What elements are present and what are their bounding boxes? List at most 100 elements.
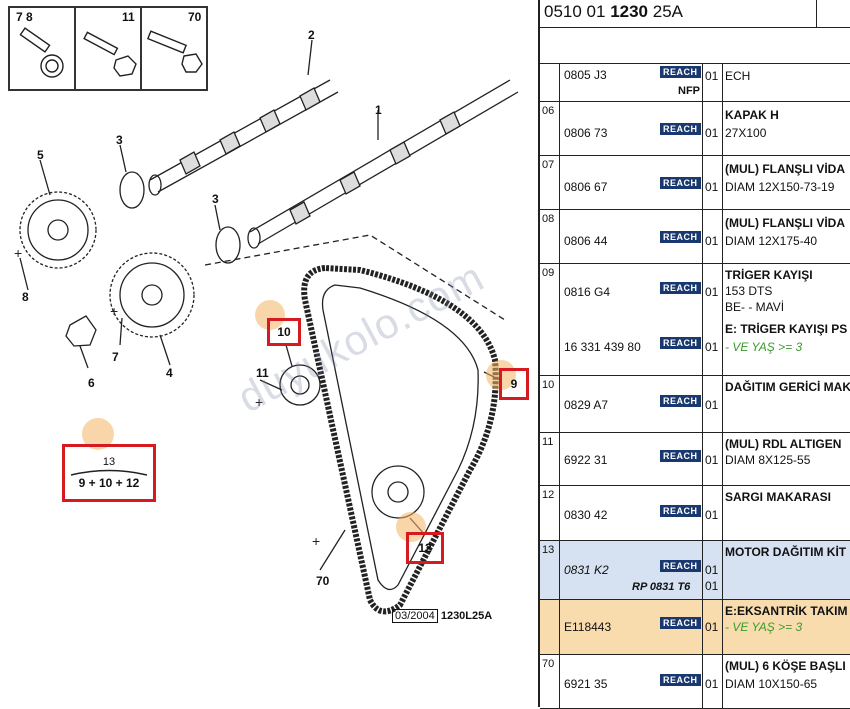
row-number: 70 — [540, 655, 560, 708]
row-qty-cell: 01 — [703, 433, 723, 485]
thumbnail-label: 7 8 — [16, 10, 33, 24]
row-desc-cell: E:EKSANTRİK TAKIM - VE YAŞ >= 3 — [723, 600, 850, 654]
thumbnail-hex-bolt-70: 70 — [142, 8, 206, 89]
callout-6: 6 — [88, 376, 95, 390]
reach-badge: REACH — [660, 177, 701, 189]
qty: 01 — [705, 677, 719, 691]
qty: 01 — [705, 69, 719, 83]
svg-text:+: + — [255, 394, 263, 410]
row-qty-cell: 01 — [703, 156, 723, 209]
part-ref[interactable]: 0831 K2 — [564, 563, 609, 577]
callout-4: 4 — [166, 366, 173, 380]
row-qty-cell: 01 — [703, 655, 723, 708]
row-qty-cell: 01 — [703, 102, 723, 155]
thumbnail-hex-bolt-11: 11 — [76, 8, 142, 89]
row-desc-cell: SARGI MAKARASI — [723, 486, 850, 540]
part-ref[interactable]: 0830 42 — [564, 508, 608, 522]
row-desc-cell: (MUL) FLANŞLI VİDA DIAM 12X150-73-19 — [723, 156, 850, 209]
table-row-kit-alt[interactable]: E118443 REACH 01 E:EKSANTRİK TAKIM - VE … — [540, 600, 850, 655]
camshaft-2 — [148, 79, 339, 196]
table-row[interactable]: 06 0806 73 REACH 01 KAPAK H 27X100 — [540, 102, 850, 156]
part-ref[interactable]: 0805 J3 — [564, 68, 607, 82]
nfp-label: NFP — [678, 85, 700, 97]
replacement-ref[interactable]: RP 0831 T6 — [632, 581, 691, 593]
row-number: 11 — [540, 433, 560, 485]
qty: 01 — [705, 180, 719, 194]
part-ref[interactable]: 6922 31 — [564, 453, 608, 467]
header-suffix: 25A — [652, 2, 683, 21]
table-row[interactable]: 11 6922 31 REACH 01 (MUL) RDL ALTIGEN DI… — [540, 433, 850, 486]
kit-brace — [70, 469, 148, 476]
row-desc-cell: (MUL) RDL ALTIGEN DIAM 8X125-55 — [723, 433, 850, 485]
row-number: 10 — [540, 376, 560, 432]
desc-line: (MUL) 6 KÖŞE BAŞLI — [725, 659, 846, 673]
table-row[interactable]: 07 0806 67 REACH 01 (MUL) FLANŞLI VİDA D… — [540, 156, 850, 210]
table-row[interactable]: 08 0806 44 REACH 01 (MUL) FLANŞLI VİDA D… — [540, 210, 850, 264]
row-ref-cell: 6921 35 REACH — [560, 655, 703, 708]
row-number: 13 — [540, 541, 560, 599]
callout-3-upper: 3 — [116, 133, 123, 147]
callout-9-highlight: 9 — [499, 368, 529, 400]
cam-pulley-4 — [109, 252, 195, 338]
desc-line: (MUL) RDL ALTIGEN — [725, 437, 842, 451]
table-row[interactable]: 12 0830 42 REACH 01 SARGI MAKARASI — [540, 486, 850, 541]
row-qty-cell: 01 01 — [703, 264, 723, 375]
table-row[interactable]: 09 0816 G4 REACH 16 331 439 80 REACH 01 … — [540, 264, 850, 376]
desc-line: DIAM 12X175-40 — [725, 234, 818, 248]
desc-line: KAPAK H — [725, 108, 779, 122]
desc-line: MOTOR DAĞITIM KİT — [725, 545, 847, 559]
qty: 01 — [705, 563, 719, 577]
row-qty-cell: 01 — [703, 600, 723, 654]
qty: 01 — [705, 453, 719, 467]
callout-2: 2 — [308, 28, 315, 42]
hex-bolt-icon — [83, 31, 137, 77]
desc-line: 153 DTS — [725, 284, 773, 298]
callout-11: 11 — [256, 366, 269, 380]
qty: 01 — [705, 620, 719, 634]
tensioner-10 — [279, 364, 321, 406]
row-qty-cell: 01 — [703, 486, 723, 540]
drawing-reference: 03/2004 1230L25A — [392, 609, 492, 623]
highlight-halo — [396, 512, 426, 542]
part-ref-alt[interactable]: 16 331 439 80 — [564, 340, 641, 354]
seal-3-upper — [119, 171, 145, 209]
table-row[interactable]: 10 0829 A7 REACH 01 DAĞITIM GERİCİ MAK — [540, 376, 850, 433]
idler-12 — [371, 465, 425, 519]
callout-7: 7 — [112, 350, 119, 364]
desc-line: DIAM 10X150-65 — [725, 677, 818, 691]
part-ref[interactable]: 0806 44 — [564, 234, 608, 248]
table-row[interactable]: 70 6921 35 REACH 01 (MUL) 6 KÖŞE BAŞLI D… — [540, 655, 850, 709]
svg-text:+: + — [110, 303, 118, 319]
table-row[interactable]: 0805 J3 REACH NFP 01 ECH — [540, 64, 850, 102]
timing-belt-9 — [301, 264, 499, 615]
desc-line: 27X100 — [725, 126, 767, 140]
exploded-parts-diagram: 7 8 11 70 — [8, 6, 529, 623]
reach-badge: REACH — [660, 231, 701, 243]
thumbnail-label: 70 — [188, 10, 202, 24]
callout-5: 5 — [37, 148, 44, 162]
part-ref[interactable]: 0829 A7 — [564, 398, 609, 412]
row-ref-cell: 0806 44 REACH — [560, 210, 703, 263]
callout-70: 70 — [316, 574, 330, 588]
highlight-halo — [255, 300, 285, 330]
callout-1: 1 — [375, 103, 382, 117]
reach-badge: REACH — [660, 560, 701, 572]
table-row-kit[interactable]: 13 0831 K2 REACH RP 0831 T6 01 01 MOTOR … — [540, 541, 850, 600]
desc-line: DAĞITIM GERİCİ MAK — [725, 380, 850, 394]
row-ref-cell: 6922 31 REACH — [560, 433, 703, 485]
reach-badge: REACH — [660, 66, 701, 78]
row-ref-cell: 0830 42 REACH — [560, 486, 703, 540]
thumbnail-flange-screw-7-8: 7 8 — [10, 8, 76, 89]
header-divider — [816, 0, 817, 27]
part-ref[interactable]: 0816 G4 — [564, 285, 611, 299]
qty: 01 — [705, 579, 719, 593]
date-box: 03/2004 — [392, 609, 438, 623]
condition-note: - VE YAŞ >= 3 — [725, 340, 803, 354]
part-ref[interactable]: 0806 67 — [564, 180, 608, 194]
row-number: 12 — [540, 486, 560, 540]
part-ref[interactable]: E118443 — [564, 620, 612, 634]
desc-line: TRİGER KAYIŞI — [725, 268, 813, 282]
part-ref[interactable]: 6921 35 — [564, 677, 608, 691]
part-ref[interactable]: 0806 73 — [564, 126, 608, 140]
row-desc-cell: TRİGER KAYIŞI 153 DTS BE- - MAVİ E: TRİG… — [723, 264, 850, 375]
